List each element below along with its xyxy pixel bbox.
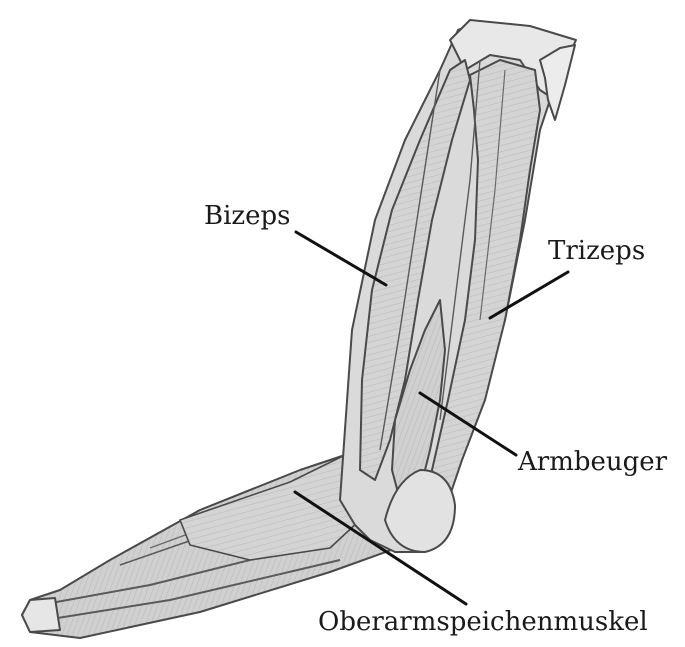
label-trizeps: Trizeps: [548, 238, 645, 264]
wrist-end: [22, 598, 60, 632]
label-bizeps: Bizeps: [204, 203, 291, 229]
label-armbeuger: Armbeuger: [518, 449, 667, 475]
label-oberarmspeichenmuskel: Oberarmspeichenmuskel: [318, 609, 648, 635]
